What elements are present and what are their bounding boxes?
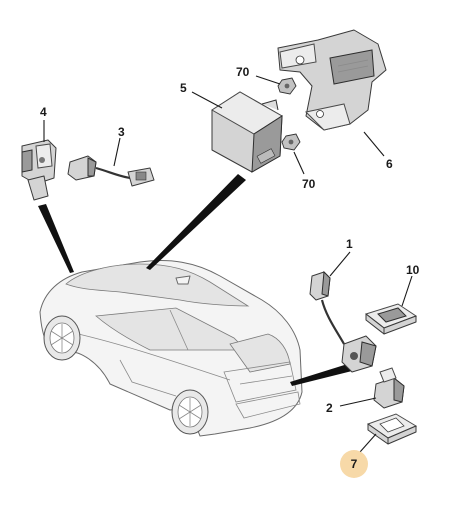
pointer-wedge-right xyxy=(146,174,246,270)
leader-2 xyxy=(339,397,377,407)
callout-70-upper: 70 xyxy=(236,65,250,79)
callout-10: 10 xyxy=(406,263,420,277)
part-4-sensor xyxy=(21,139,57,201)
part-70-nut-upper xyxy=(277,77,297,95)
leader-7 xyxy=(359,433,377,453)
leader-1 xyxy=(329,251,351,277)
car-illustration xyxy=(39,260,303,437)
part-6-bracket xyxy=(277,29,387,131)
part-1-camera xyxy=(309,270,377,373)
callout-7: 7 xyxy=(351,457,358,471)
front-wheel xyxy=(43,315,81,361)
callout-7-highlight xyxy=(340,450,368,478)
leader-6 xyxy=(363,131,385,157)
part-2-switch xyxy=(373,367,405,409)
part-3-harness xyxy=(67,155,155,187)
leader-70-upper xyxy=(255,75,281,85)
pointer-wedge-left xyxy=(38,204,74,273)
leader-10 xyxy=(401,275,413,307)
pointer-wedge-rear xyxy=(290,362,356,386)
callout-1: 1 xyxy=(346,237,353,251)
part-70-nut-lower xyxy=(281,133,301,151)
callout-3: 3 xyxy=(118,125,125,139)
callout-5: 5 xyxy=(180,81,187,95)
leader-5 xyxy=(191,91,223,109)
callout-70-lower: 70 xyxy=(302,177,316,191)
callout-6: 6 xyxy=(386,157,393,171)
leader-70-lower xyxy=(293,151,305,175)
callout-4: 4 xyxy=(40,105,47,119)
part-10-light xyxy=(364,303,418,335)
leader-3 xyxy=(113,137,121,167)
part-5-module xyxy=(211,91,283,173)
callout-2: 2 xyxy=(326,401,333,415)
rear-wheel xyxy=(171,389,209,435)
part-7-frame xyxy=(366,413,418,445)
